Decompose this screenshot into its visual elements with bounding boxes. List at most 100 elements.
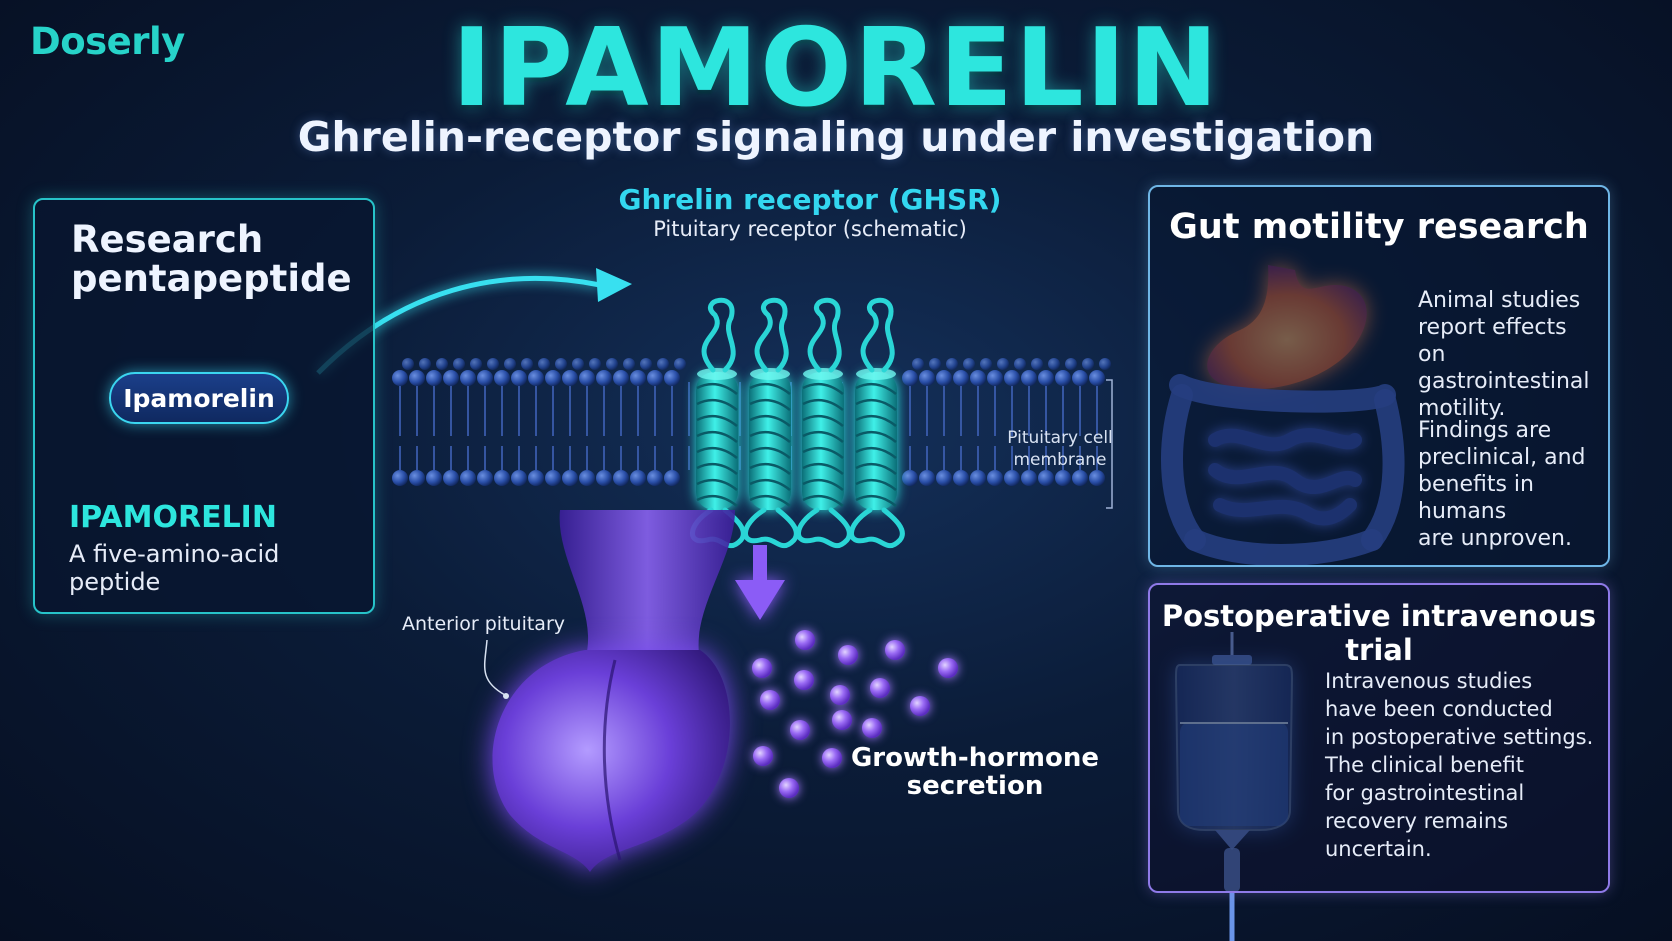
panel-title-line1: Research bbox=[71, 218, 264, 261]
receptor-subtitle: Pituitary receptor (schematic) bbox=[653, 217, 967, 241]
lipid-head bbox=[630, 470, 646, 486]
lipid-head bbox=[419, 358, 431, 370]
page-subtitle: Ghrelin-receptor signaling under investi… bbox=[297, 113, 1375, 161]
lipid-head bbox=[521, 358, 533, 370]
postoperative-iv-panel: Postoperative intravenous trial Intraven… bbox=[1148, 583, 1610, 893]
lipid-head bbox=[919, 470, 935, 486]
lipid-head bbox=[494, 370, 510, 386]
gut-p1-line: motility. bbox=[1418, 396, 1506, 421]
lipid-head bbox=[443, 370, 459, 386]
ghsr-receptor bbox=[690, 297, 905, 549]
hormone-particle bbox=[910, 696, 930, 716]
lipid-head bbox=[1038, 370, 1054, 386]
lipid-head bbox=[460, 470, 476, 486]
lipid-head bbox=[470, 358, 482, 370]
lipid-head bbox=[1021, 470, 1037, 486]
lipid-head bbox=[647, 470, 663, 486]
lipid-head bbox=[613, 470, 629, 486]
lipid-head bbox=[953, 470, 969, 486]
peptide-name: IPAMORELIN bbox=[69, 500, 277, 535]
membrane-label-line1: Pituitary cell bbox=[1007, 428, 1113, 448]
lipid-head bbox=[436, 358, 448, 370]
hormone-particle bbox=[752, 658, 772, 678]
lipid-head bbox=[1048, 358, 1060, 370]
lipid-head bbox=[1055, 370, 1071, 386]
lipid-head bbox=[1072, 470, 1088, 486]
lipid-head bbox=[936, 470, 952, 486]
lipid-head bbox=[1021, 370, 1037, 386]
lipid-head bbox=[596, 370, 612, 386]
gut-p2-line: benefits in humans bbox=[1418, 472, 1534, 524]
receptor-title: Ghrelin receptor (GHSR) bbox=[618, 183, 1002, 216]
hormone-particle bbox=[790, 720, 810, 740]
lipid-head bbox=[528, 470, 544, 486]
lipid-head bbox=[426, 470, 442, 486]
hormone-particle bbox=[795, 630, 815, 650]
lipid-head bbox=[657, 358, 669, 370]
hormone-particle bbox=[779, 778, 799, 798]
lipid-head bbox=[545, 470, 561, 486]
lipid-head bbox=[589, 358, 601, 370]
pituitary-leader-dot bbox=[503, 693, 509, 699]
lipid-head bbox=[970, 370, 986, 386]
lipid-head bbox=[562, 370, 578, 386]
anterior-pituitary bbox=[492, 510, 735, 872]
lipid-head bbox=[477, 370, 493, 386]
lipid-head bbox=[392, 470, 408, 486]
iv-line: Intravenous studies bbox=[1325, 669, 1533, 693]
lipid-head bbox=[613, 370, 629, 386]
iv-paragraph: Intravenous studies have been conducted … bbox=[1325, 667, 1605, 863]
hormone-particle bbox=[794, 670, 814, 690]
lipid-head bbox=[477, 470, 493, 486]
iv-panel-title: Postoperative intravenous trial bbox=[1161, 599, 1597, 667]
lipid-head bbox=[912, 358, 924, 370]
lipid-head bbox=[1089, 370, 1105, 386]
pituitary-leader-line bbox=[484, 639, 506, 696]
lipid-head bbox=[936, 370, 952, 386]
lipid-head bbox=[494, 470, 510, 486]
gut-p2-line: Findings are bbox=[1418, 418, 1552, 443]
research-pentapeptide-panel: Research pentapeptide Ipamorelin IPAMORE… bbox=[33, 198, 375, 614]
lipid-head bbox=[460, 370, 476, 386]
gut-paragraph-2: Findings are preclinical, and benefits i… bbox=[1418, 417, 1608, 552]
gut-p1-line: on gastrointestinal bbox=[1418, 342, 1590, 394]
lipid-head bbox=[402, 358, 414, 370]
membrane-label: Pituitary cell membrane bbox=[995, 427, 1125, 471]
lipid-head bbox=[1031, 358, 1043, 370]
lipid-head bbox=[919, 370, 935, 386]
gut-p2-line: preclinical, and bbox=[1418, 445, 1586, 470]
gut-paragraph-1: Animal studies report effects on gastroi… bbox=[1418, 287, 1608, 422]
lipid-head bbox=[1082, 358, 1094, 370]
lipid-head bbox=[504, 358, 516, 370]
iv-line: have been conducted bbox=[1325, 697, 1553, 721]
receptor-helix bbox=[855, 372, 897, 510]
lipid-head bbox=[487, 358, 499, 370]
secretion-label: Growth-hormone secretion bbox=[850, 744, 1100, 800]
panel-title: Research pentapeptide bbox=[71, 220, 352, 298]
lipid-head bbox=[511, 370, 527, 386]
lipid-head bbox=[579, 470, 595, 486]
lipid-head bbox=[902, 470, 918, 486]
peptide-description: A five-amino-acid peptide bbox=[69, 540, 280, 596]
lipid-head bbox=[640, 358, 652, 370]
lipid-head bbox=[929, 358, 941, 370]
membrane-bracket bbox=[1106, 379, 1113, 509]
secretion-label-line2: secretion bbox=[906, 771, 1044, 801]
secretion-arrow bbox=[735, 545, 785, 620]
lipid-head bbox=[664, 370, 680, 386]
hormone-particle bbox=[885, 640, 905, 660]
lipid-head bbox=[1004, 370, 1020, 386]
lipid-head bbox=[987, 370, 1003, 386]
lipid-head bbox=[946, 358, 958, 370]
hormone-particle bbox=[862, 718, 882, 738]
lipid-head bbox=[426, 370, 442, 386]
lipid-head bbox=[555, 358, 567, 370]
lipid-head bbox=[572, 358, 584, 370]
hormone-particle bbox=[838, 645, 858, 665]
lipid-head bbox=[409, 470, 425, 486]
lipid-head bbox=[674, 358, 686, 370]
membrane-label-line2: membrane bbox=[1013, 450, 1107, 470]
lipid-head bbox=[1014, 358, 1026, 370]
lipid-head bbox=[1065, 358, 1077, 370]
receptor-helix bbox=[802, 372, 844, 510]
